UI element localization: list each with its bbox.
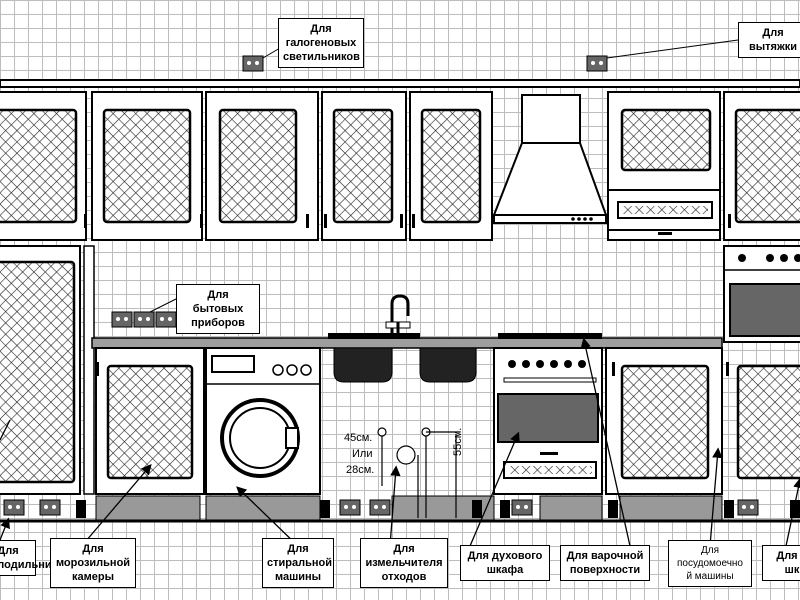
dimension-45cm: 45см. <box>344 432 373 444</box>
upper-cabinet-handles <box>84 214 731 228</box>
plinth <box>95 495 723 521</box>
upper-microwave <box>607 189 721 235</box>
ceiling-cornice <box>0 79 800 88</box>
range-hood <box>492 94 608 224</box>
washing-machine <box>205 347 321 495</box>
outlet-appliances <box>111 311 177 328</box>
grinder-dimensions <box>377 427 460 518</box>
plinth-dark-blocks <box>76 500 800 518</box>
label-freezer: Для морозильной камеры <box>50 538 136 588</box>
oven <box>493 347 603 495</box>
sink <box>328 294 477 383</box>
label-dishwasher: Для посудомоечно й машины <box>668 540 752 587</box>
label-fridge: Для холодильника <box>0 540 63 576</box>
upper-cabinet-doors <box>0 108 800 224</box>
label-right-partial: Для д шк <box>762 545 800 581</box>
outlet-halogen <box>242 55 264 72</box>
label-cooktop: Для варочной поверхности <box>560 545 650 581</box>
label-washer: Для стиральной машины <box>262 538 334 588</box>
label-halogen-lights: Для галогеновых светильников <box>278 18 364 68</box>
dimension-55cm: 55см. <box>452 427 464 456</box>
dimension-28cm: 28см. <box>346 464 375 476</box>
refrigerator <box>0 245 95 495</box>
label-hood: Для вытяжки <box>738 22 800 58</box>
label-appliances: Для бытовых приборов <box>176 284 260 334</box>
lower-cabinet-doors <box>106 364 800 480</box>
cooktop <box>498 333 602 339</box>
label-oven: Для духового шкафа <box>460 545 550 581</box>
countertop <box>91 337 723 349</box>
dimension-or: Или <box>352 448 373 460</box>
bottom-outlets <box>3 499 759 516</box>
outlet-hood <box>586 55 608 72</box>
built-in-oven-column <box>723 245 800 343</box>
label-grinder: Для измельчителя отходов <box>360 538 448 588</box>
leader-lines <box>0 337 800 549</box>
